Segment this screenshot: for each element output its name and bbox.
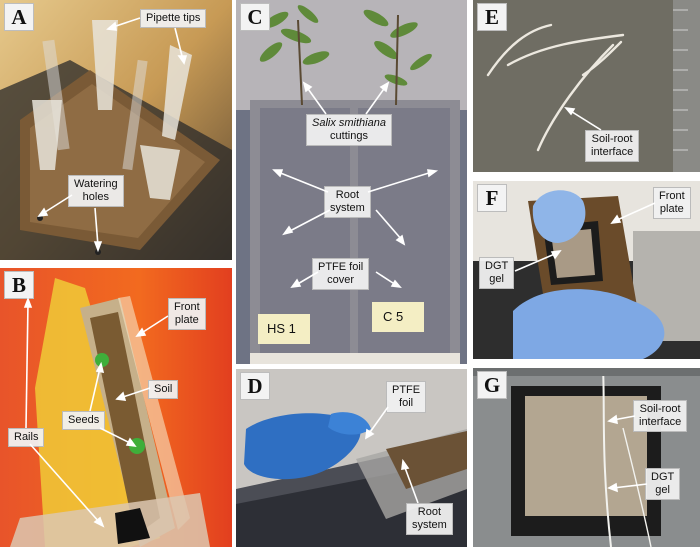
panel-letter: C <box>240 3 270 31</box>
label-ptfe-foil-cover: PTFE foil cover <box>312 258 370 290</box>
panel-letter: E <box>477 3 507 31</box>
photo-pipette-tips <box>0 0 232 260</box>
photo-dgt-gel-interface <box>473 368 700 547</box>
panel-b: B Front plate Soil Seeds Rails <box>0 268 232 547</box>
photo-rhizoboxes-salix <box>236 0 467 364</box>
panel-letter: D <box>240 372 270 400</box>
panel-c: C HS 1 C 5 Salix smithiana cuttings Root… <box>236 0 467 364</box>
label-salix-cuttings: Salix smithiana cuttings <box>306 114 392 146</box>
panel-g: G Soil-root interface DGT gel <box>473 368 700 547</box>
label-soil-root-interface: Soil-root interface <box>585 130 640 162</box>
panel-letter: G <box>477 371 507 399</box>
panel-letter: F <box>477 184 507 212</box>
label-front-plate: Front plate <box>653 187 691 219</box>
panel-f: F Front plate DGT gel <box>473 181 700 359</box>
panel-letter: B <box>4 271 34 299</box>
label-soil: Soil <box>148 380 179 399</box>
label-rails: Rails <box>8 428 45 447</box>
label-ptfe-foil: PTFE foil <box>386 381 427 413</box>
label-dgt-gel: DGT gel <box>479 257 515 289</box>
panel-e: E Soil-root interface <box>473 0 700 172</box>
label-soil-root-interface: Soil-root interface <box>633 400 688 432</box>
tag-hs1: HS 1 <box>267 321 296 336</box>
tag-c5: C 5 <box>383 309 404 324</box>
label-watering-holes: Watering holes <box>68 175 124 207</box>
panel-letter: A <box>4 3 34 31</box>
label-dgt-gel: DGT gel <box>645 468 681 500</box>
label-root-system: Root system <box>406 503 453 535</box>
label-seeds: Seeds <box>62 411 106 430</box>
label-pipette-tips: Pipette tips <box>140 9 207 28</box>
label-root-system: Root system <box>324 186 371 218</box>
panel-a: A Pipette tips Watering holes <box>0 0 232 260</box>
panel-d: D PTFE foil Root system <box>236 369 467 547</box>
label-front-plate: Front plate <box>168 298 206 330</box>
